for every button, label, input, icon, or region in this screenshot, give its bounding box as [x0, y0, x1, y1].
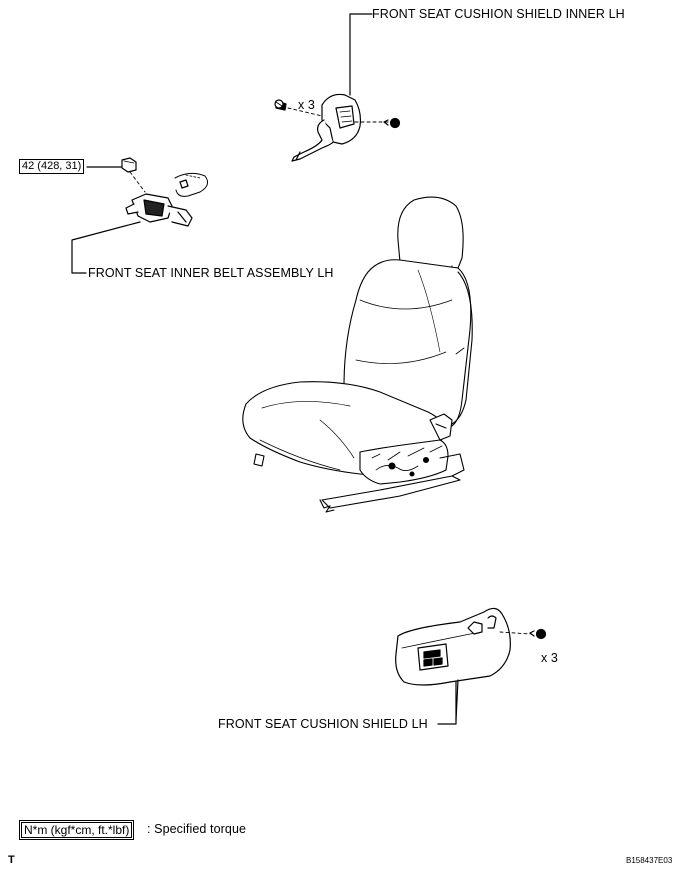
bolt-dash-top-left	[287, 107, 323, 117]
figure-id: B158437E03	[626, 856, 673, 865]
corner-mark: T	[8, 854, 15, 866]
bolt-icon-bottom	[529, 628, 547, 640]
bolt-dash-bottom	[499, 631, 531, 635]
label-qty-top: x 3	[298, 98, 315, 112]
label-shield: FRONT SEAT CUSHION SHIELD LH	[218, 717, 428, 731]
bolt-icon-top-left	[274, 99, 287, 111]
shield-part	[395, 607, 511, 721]
bolt-icon-top-right	[383, 117, 401, 129]
torque-value-box: 42 (428, 31)	[19, 159, 85, 174]
leader-line-shield-inner	[349, 13, 373, 96]
label-qty-bottom: x 3	[541, 651, 558, 665]
legend-unit-box: N*m (kgf*cm, ft.*lbf)	[18, 820, 135, 840]
label-shield-inner: FRONT SEAT CUSHION SHIELD INNER LH	[372, 7, 625, 21]
label-inner-belt: FRONT SEAT INNER BELT ASSEMBLY LH	[88, 266, 334, 280]
inner-belt-part	[121, 157, 209, 227]
seat-illustration	[242, 196, 473, 513]
leader-line-shield	[437, 681, 457, 725]
leader-line-inner-belt	[71, 221, 141, 274]
shield-inner-part	[291, 93, 362, 162]
legend-description: : Specified torque	[147, 822, 247, 836]
